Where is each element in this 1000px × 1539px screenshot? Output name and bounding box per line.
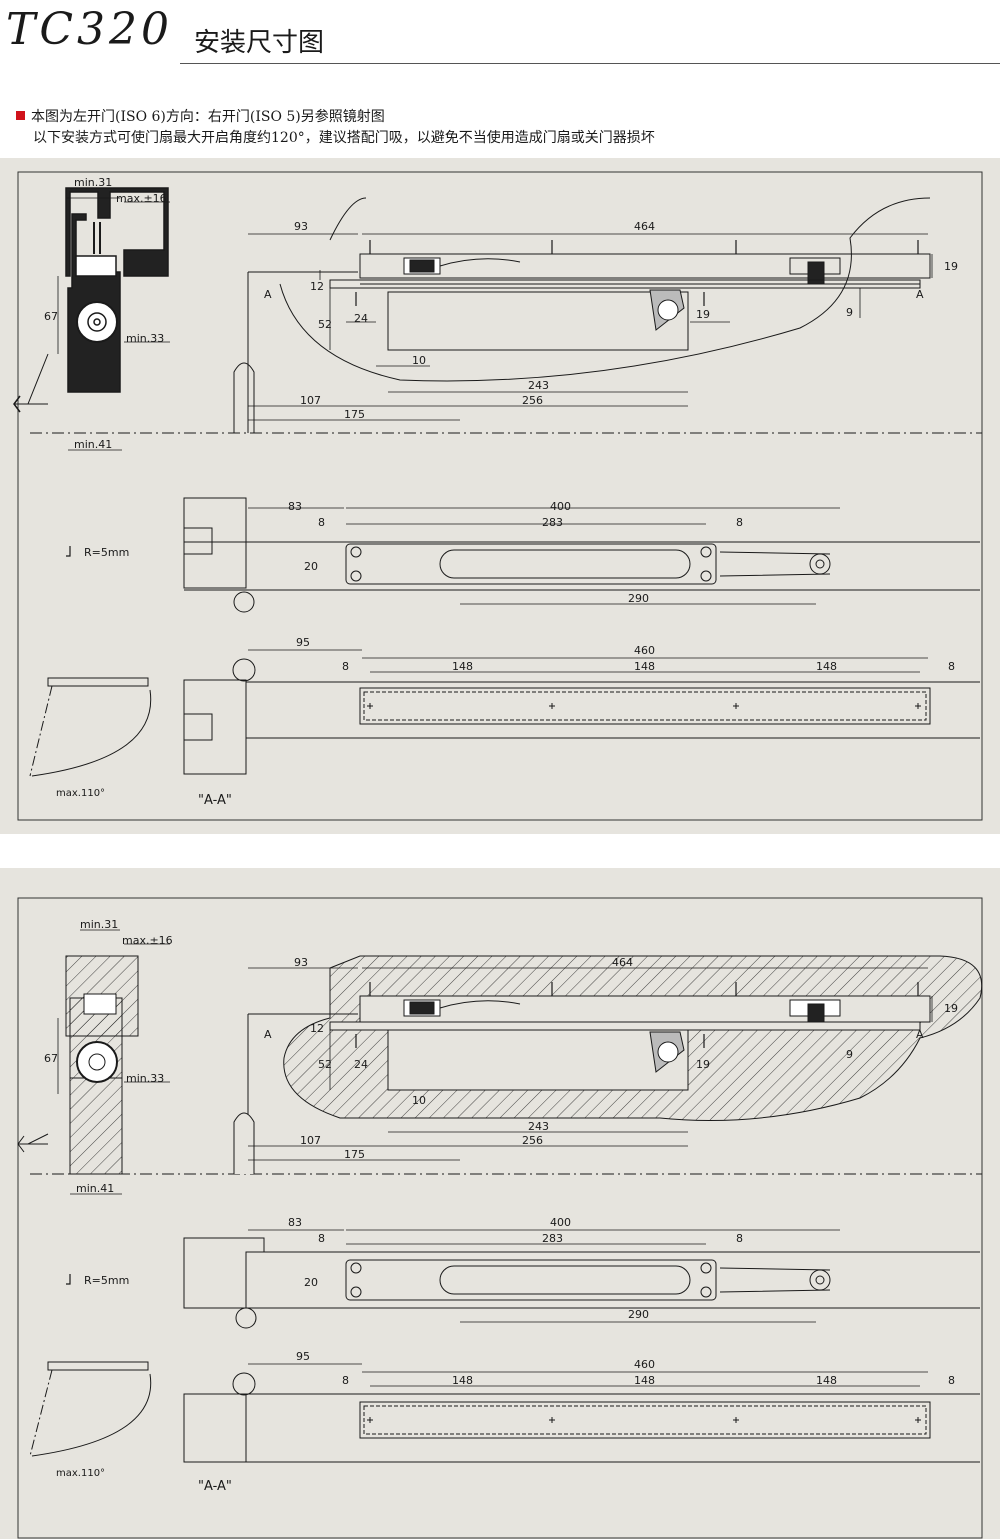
dim-464-2: 464: [612, 956, 633, 969]
section-a-right-2: A: [916, 1028, 924, 1041]
dim-95: 95: [296, 636, 310, 649]
dim-83-2: 83: [288, 1216, 302, 1229]
dim-8d-2: 8: [948, 1374, 955, 1387]
dim-min41: min.41: [74, 438, 112, 451]
dim-max16-2: max.±16: [122, 934, 173, 947]
arm-side-view-2: [183, 1229, 980, 1329]
dim-283: 283: [542, 516, 563, 529]
drawing-svg-2: min.31 max.±16 min.33 min.41 67 93 464 1…: [17, 897, 983, 1539]
dim-24: 24: [354, 312, 368, 325]
section-a-left-2: A: [264, 1028, 272, 1041]
page-title: 安装尺寸图: [194, 28, 325, 58]
drawing-svg-1: min.31 max.±16 min.33 min.41 67 93 464 1…: [13, 171, 983, 821]
dim-148a: 148: [452, 660, 473, 673]
dim-52-2: 52: [318, 1058, 332, 1071]
arm-side-view: [183, 497, 980, 613]
dim-256: 256: [522, 394, 543, 407]
note-line-2: 以下安装方式可使门扇最大开启角度约120°，建议搭配门吸，以避免不当使用造成门扇…: [33, 130, 655, 146]
dim-148a-2: 148: [452, 1374, 473, 1387]
dim-min33: min.33: [126, 332, 164, 345]
radius-label: R=5mm: [84, 546, 129, 559]
dim-10: 10: [412, 354, 426, 367]
dim-8: 8: [318, 516, 325, 529]
page-header: TC320 安装尺寸图: [0, 0, 1000, 80]
dim-148b-2: 148: [634, 1374, 655, 1387]
dim-243: 243: [528, 379, 549, 392]
section-aa-label-2: "A-A": [198, 1479, 232, 1494]
wood-frame-section: [17, 955, 139, 1175]
dim-400-2: 400: [550, 1216, 571, 1229]
dim-19b-2: 19: [696, 1058, 710, 1071]
dim-8c-2: 8: [342, 1374, 349, 1387]
dim-8d: 8: [948, 660, 955, 673]
dim-9-2: 9: [846, 1048, 853, 1061]
dim-464: 464: [634, 220, 655, 233]
dim-107: 107: [300, 394, 321, 407]
dim-93: 93: [294, 220, 308, 233]
radius-label-2: R=5mm: [84, 1274, 129, 1287]
dim-175: 175: [344, 408, 365, 421]
dim-256-2: 256: [522, 1134, 543, 1147]
dim-12: 12: [310, 280, 324, 293]
dim-148b: 148: [634, 660, 655, 673]
dim-95-2: 95: [296, 1350, 310, 1363]
header-divider: [180, 63, 1000, 64]
dim-283-2: 283: [542, 1232, 563, 1245]
dim-19b: 19: [696, 308, 710, 321]
closer-top-view: [233, 197, 931, 433]
dim-min41-2: min.41: [76, 1182, 114, 1195]
dim-290-2: 290: [628, 1308, 649, 1321]
dim-148c: 148: [816, 660, 837, 673]
dim-107-2: 107: [300, 1134, 321, 1147]
section-aa-label: "A-A": [198, 793, 232, 808]
section-a-right: A: [916, 288, 924, 301]
dim-460: 460: [634, 644, 655, 657]
note-line-1: 本图为左开门(ISO 6)方向：右开门(ISO 5)另参照镜射图: [31, 109, 385, 125]
dim-20-2: 20: [304, 1276, 318, 1289]
dim-460-2: 460: [634, 1358, 655, 1371]
dim-8b: 8: [736, 516, 743, 529]
dim-8-2: 8: [318, 1232, 325, 1245]
model-title: TC320: [6, 4, 173, 55]
dim-min31-2: min.31: [80, 918, 118, 931]
dim-8c: 8: [342, 660, 349, 673]
section-a-left: A: [264, 288, 272, 301]
dim-400: 400: [550, 500, 571, 513]
drawing-panel-2: min.31 max.±16 min.33 min.41 67 93 464 1…: [0, 868, 1000, 1539]
dim-10-2: 10: [412, 1094, 426, 1107]
dim-20: 20: [304, 560, 318, 573]
dim-min33-2: min.33: [126, 1072, 164, 1085]
mounting-plate-view: [183, 649, 980, 775]
dim-min31: min.31: [74, 176, 112, 189]
dim-83: 83: [288, 500, 302, 513]
dim-93-2: 93: [294, 956, 308, 969]
dim-9: 9: [846, 306, 853, 319]
max-angle-label: max.110°: [56, 788, 105, 799]
frame-profile-section: [13, 187, 169, 413]
drawing-panel-1: min.31 max.±16 min.33 min.41 67 93 464 1…: [0, 158, 1000, 834]
opening-angle-sketch: [29, 677, 152, 777]
dim-52: 52: [318, 318, 332, 331]
dim-19-2: 19: [944, 1002, 958, 1015]
dim-max16: max.±16: [116, 192, 167, 205]
red-square-bullet-icon: [16, 111, 25, 120]
hatched-wood-region: [233, 955, 982, 1174]
mounting-plate-view-2: [183, 1363, 980, 1463]
dim-19: 19: [944, 260, 958, 273]
dim-8b-2: 8: [736, 1232, 743, 1245]
dim-67: 67: [44, 310, 58, 323]
dim-24-2: 24: [354, 1058, 368, 1071]
max-angle-label-2: max.110°: [56, 1468, 105, 1479]
dim-12-2: 12: [310, 1022, 324, 1035]
installation-notes: 本图为左开门(ISO 6)方向：右开门(ISO 5)另参照镜射图 以下安装方式可…: [16, 107, 655, 149]
dim-243-2: 243: [528, 1120, 549, 1133]
dim-67-2: 67: [44, 1052, 58, 1065]
dim-148c-2: 148: [816, 1374, 837, 1387]
dim-290: 290: [628, 592, 649, 605]
opening-angle-sketch-2: [29, 1361, 152, 1457]
dim-175-2: 175: [344, 1148, 365, 1161]
